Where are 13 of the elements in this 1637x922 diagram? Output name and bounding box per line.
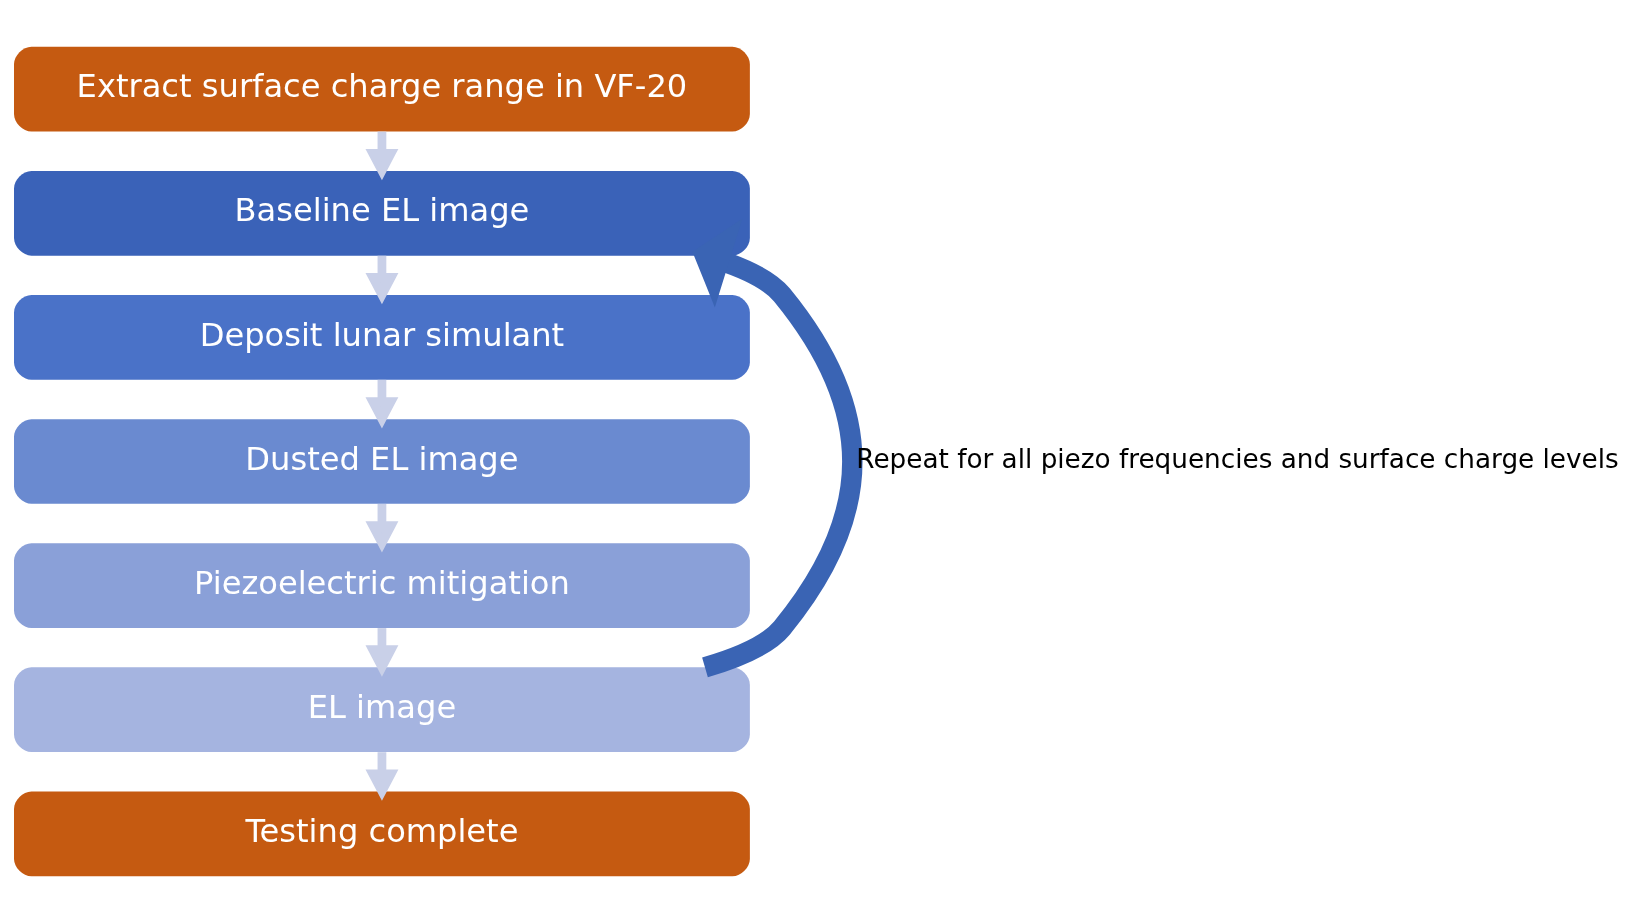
node-box: EL image [14,666,750,752]
node-box: Testing complete [14,791,750,876]
node-box: Extract surface charge range in VF-20 [14,46,750,131]
arrow [365,255,399,304]
node-box: Deposit lunar simulant [14,294,750,380]
node-box: Piezoelectric mitigation [14,542,750,628]
arrow [365,627,399,677]
arrow [365,379,399,428]
node-box: Dusted EL image [14,418,750,504]
node-box: Baseline EL image [14,170,750,256]
arrow [365,131,399,180]
arrow [365,503,399,553]
arrow [365,751,399,801]
